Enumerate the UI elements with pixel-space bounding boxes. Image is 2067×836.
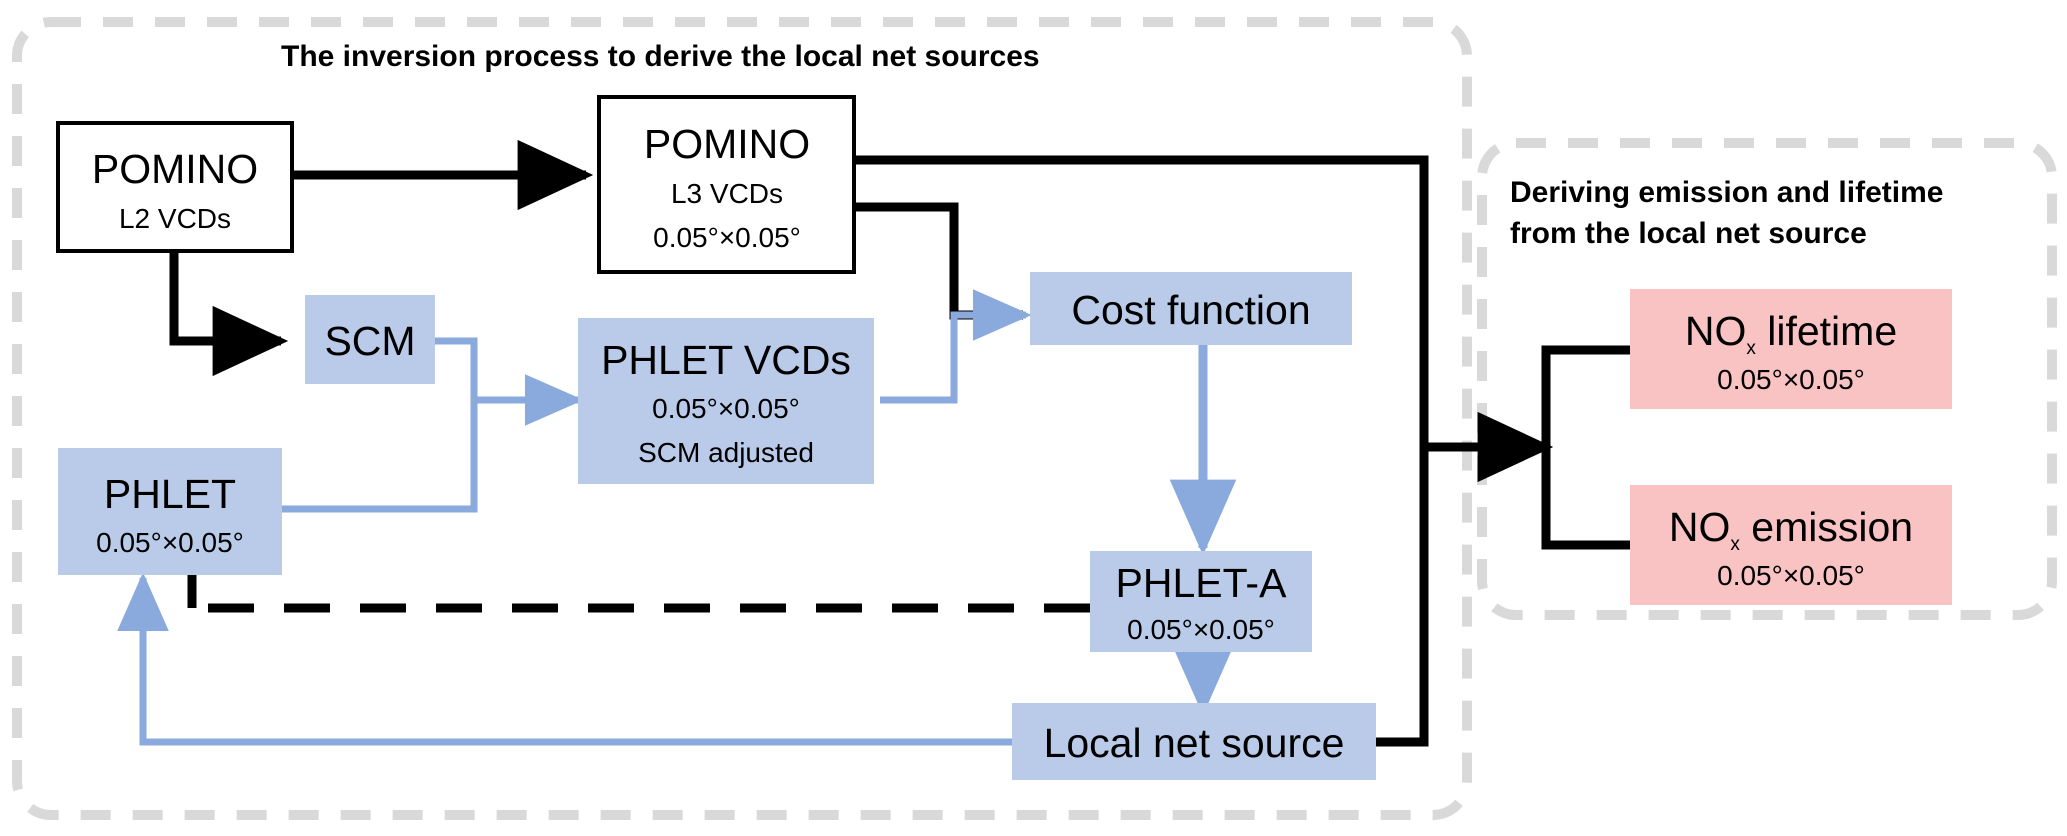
node-phlet-vcds-sub1: 0.05°×0.05° [652, 393, 800, 424]
node-pomino-l3-label: POMINO [644, 121, 810, 167]
edge-localnetsource-to-trunk [1376, 447, 1429, 747]
node-pomino-l3-sub1: L3 VCDs [671, 178, 783, 209]
node-nox-lifetime-label-subscript: x [1746, 338, 1756, 359]
node-phlet-a-rect [1090, 551, 1312, 652]
node-nox-lifetime-sub1: 0.05°×0.05° [1717, 364, 1865, 395]
right-panel-dashed-border [1477, 138, 2057, 620]
node-cost-function-rect [1030, 272, 1352, 345]
node-phlet-a-sub1: 0.05°×0.05° [1127, 614, 1275, 645]
node-nox-emission-label-rest: emission [1740, 504, 1913, 550]
node-phlet-vcds[interactable]: PHLET VCDs 0.05°×0.05° SCM adjusted [578, 318, 874, 484]
node-nox-emission-rect [1630, 485, 1952, 605]
node-pomino-l2[interactable]: POMINO L2 VCDs [56, 121, 294, 253]
node-phlet-a[interactable]: PHLET-A 0.05°×0.05° [1090, 551, 1312, 652]
node-nox-lifetime-rect [1630, 289, 1952, 409]
edge-nox-fork-vertical [1541, 345, 1630, 550]
node-cost-function[interactable]: Cost function [1030, 272, 1352, 345]
right-panel-title-line1: Deriving emission and lifetime [1510, 176, 1943, 209]
node-pomino-l3-rect [597, 95, 856, 274]
node-scm-label: SCM [324, 318, 415, 364]
edge-phletvcds-to-costfunction [880, 289, 1032, 404]
node-phlet-label: PHLET [104, 471, 236, 517]
node-pomino-l2-label: POMINO [92, 146, 258, 192]
edge-localnetsource-to-phlet [117, 572, 1012, 746]
node-pomino-l3-sub2: 0.05°×0.05° [653, 222, 801, 253]
node-nox-lifetime-label-main: NO [1685, 308, 1747, 354]
node-phlet-vcds-sub2: SCM adjusted [638, 437, 814, 468]
edge-pominol3-to-costfunction [854, 202, 1023, 320]
node-nox-emission-label: NOx emission [1669, 504, 1913, 555]
node-phlet-vcds-rect [578, 318, 874, 484]
node-nox-lifetime[interactable]: NOx lifetime 0.05°×0.05° [1630, 289, 1952, 409]
node-phlet-rect [58, 448, 282, 575]
node-nox-emission[interactable]: NOx emission 0.05°×0.05° [1630, 485, 1952, 605]
node-local-net-source-label: Local net source [1044, 720, 1345, 766]
node-phlet[interactable]: PHLET 0.05°×0.05° [58, 448, 282, 575]
node-phlet-a-label: PHLET-A [1116, 560, 1288, 606]
node-local-net-source-rect [1012, 703, 1376, 780]
node-phlet-vcds-label: PHLET VCDs [601, 337, 851, 383]
node-phlet-sub1: 0.05°×0.05° [96, 527, 244, 558]
node-nox-emission-label-subscript: x [1730, 534, 1740, 555]
left-panel-dashed-border [12, 17, 1472, 820]
edge-pominol2-to-scm [169, 251, 289, 377]
node-nox-lifetime-label: NOx lifetime [1685, 308, 1897, 359]
right-panel-title-line2: from the local net source [1510, 217, 1867, 250]
node-nox-emission-sub1: 0.05°×0.05° [1717, 560, 1865, 591]
edge-scm-to-phletvcds [435, 337, 584, 426]
node-scm[interactable]: SCM [305, 295, 435, 384]
node-pomino-l2-sub1: L2 VCDs [119, 203, 231, 234]
node-scm-rect [305, 295, 435, 384]
node-local-net-source[interactable]: Local net source [1012, 703, 1376, 780]
node-pomino-l2-rect [56, 121, 294, 253]
edge-pominol3-to-right-trunk [854, 155, 1429, 447]
node-pomino-l3[interactable]: POMINO L3 VCDs 0.05°×0.05° [597, 95, 856, 274]
edge-phlet-to-phletvcds [282, 400, 478, 513]
node-cost-function-label: Cost function [1071, 287, 1310, 333]
node-nox-emission-label-main: NO [1669, 504, 1731, 550]
node-nox-lifetime-label-rest: lifetime [1756, 308, 1897, 354]
left-panel-title: The inversion process to derive the loca… [281, 40, 1040, 73]
